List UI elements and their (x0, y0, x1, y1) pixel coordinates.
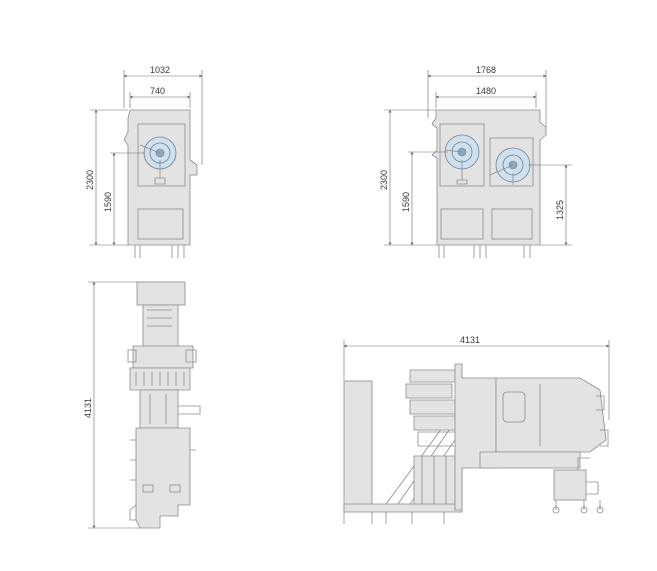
dim-width-overall-twin: 1768 (476, 65, 496, 75)
dim-length-top: 4131 (460, 335, 480, 345)
dim-height-overall: 2300 (85, 170, 95, 190)
dim-width-inner-twin: 1480 (476, 86, 496, 96)
front-view-twin: 1768 1480 2300 1590 1325 (379, 65, 572, 258)
side-view: 4131 (83, 281, 201, 529)
dim-length-side: 4131 (83, 398, 93, 418)
dim-height-spindle2-twin: 1325 (555, 200, 565, 220)
top-view: 4131 (343, 335, 610, 524)
dim-height-overall-twin: 2300 (379, 170, 389, 190)
dim-width-overall: 1032 (150, 65, 170, 75)
dim-height-spindle-twin: 1590 (401, 192, 411, 212)
dim-width-inner: 740 (150, 86, 165, 96)
dim-height-spindle: 1590 (103, 192, 113, 212)
front-view-single: 1032 740 2300 1590 (85, 65, 203, 258)
